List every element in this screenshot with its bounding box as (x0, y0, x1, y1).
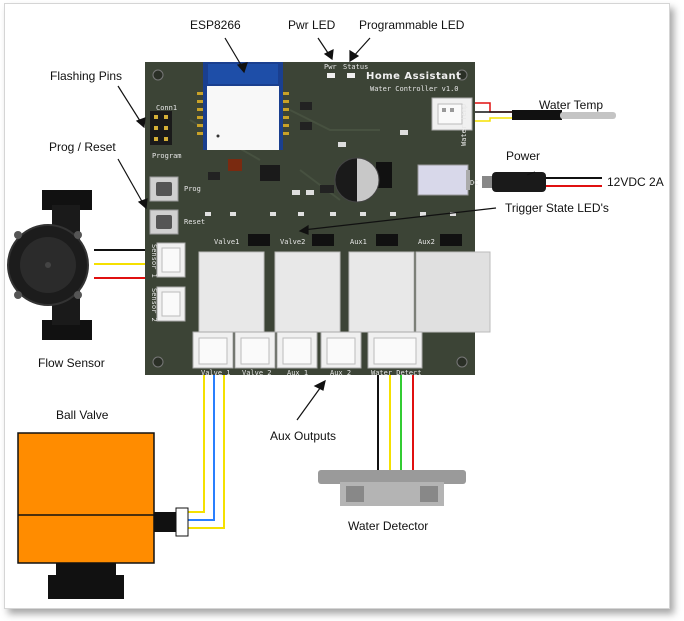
port-silk-aux1: Aux 1 (287, 369, 308, 377)
port-silk-water-detect: Water Detect (371, 369, 422, 377)
reset-silk: Reset (184, 218, 205, 226)
port-silk-valve1: Valve 1 (201, 369, 231, 377)
capacitor (335, 158, 379, 202)
label-power: Power (506, 149, 540, 163)
ball-valve-device (18, 433, 188, 599)
prog-button (150, 177, 178, 201)
board-title: Home Assistant (366, 71, 461, 82)
port-silk-valve2: Valve 2 (242, 369, 272, 377)
label-flow-sensor: Flow Sensor (38, 356, 105, 370)
flow-sensor-wires (94, 250, 150, 278)
relay-silk-valve2: Valve2 (280, 238, 305, 246)
water-detector-device (318, 470, 466, 506)
label-esp8266: ESP8266 (190, 18, 241, 32)
label-ball-valve: Ball Valve (56, 408, 109, 422)
reset-button (150, 210, 178, 234)
water-temp-wires (470, 103, 512, 121)
port-silk-aux2: Aux 2 (330, 369, 351, 377)
flow-sensor-device (8, 190, 92, 340)
relay-silk-aux1: Aux1 (350, 238, 367, 246)
label-prog-reset: Prog / Reset (49, 140, 116, 154)
label-flashing-pins: Flashing Pins (50, 69, 122, 83)
board-subtitle: Water Controller v1.0 (370, 85, 459, 93)
relay-silk-valve1: Valve1 (214, 238, 239, 246)
port-connectors (193, 332, 422, 368)
dc-silk: DC (470, 179, 478, 187)
label-water-temp: Water Temp (539, 98, 603, 112)
conn1-silk: Conn1 (156, 104, 177, 112)
relay-silk-aux2: Aux2 (418, 238, 435, 246)
status-silk: Status (343, 63, 368, 71)
label-trigger-leds: Trigger State LED's (505, 201, 609, 215)
label-voltage: 12VDC 2A (607, 175, 664, 189)
ball-valve-wires (186, 372, 224, 528)
label-pwr-led: Pwr LED (288, 18, 336, 32)
dc-jack (418, 165, 470, 195)
label-programmable-led: Programmable LED (359, 18, 465, 32)
pwr-led (327, 73, 335, 78)
label-aux-outputs: Aux Outputs (270, 429, 336, 443)
sensor1-silk: Sensor 1 (150, 244, 158, 278)
label-water-detector: Water Detector (348, 519, 428, 533)
pwr-silk: Pwr (324, 63, 337, 71)
power-wires (546, 178, 602, 186)
water-detector-wires (378, 372, 413, 470)
program-silk: Program (152, 152, 182, 160)
prog-silk: Prog (184, 185, 201, 193)
temp-silk: Water Temp (460, 104, 468, 146)
esp8266-module (197, 62, 289, 150)
status-led (347, 73, 355, 78)
sensor2-silk: Sensor 2 (150, 288, 158, 322)
power-plug (482, 172, 546, 192)
flashing-pins-header (150, 111, 172, 145)
